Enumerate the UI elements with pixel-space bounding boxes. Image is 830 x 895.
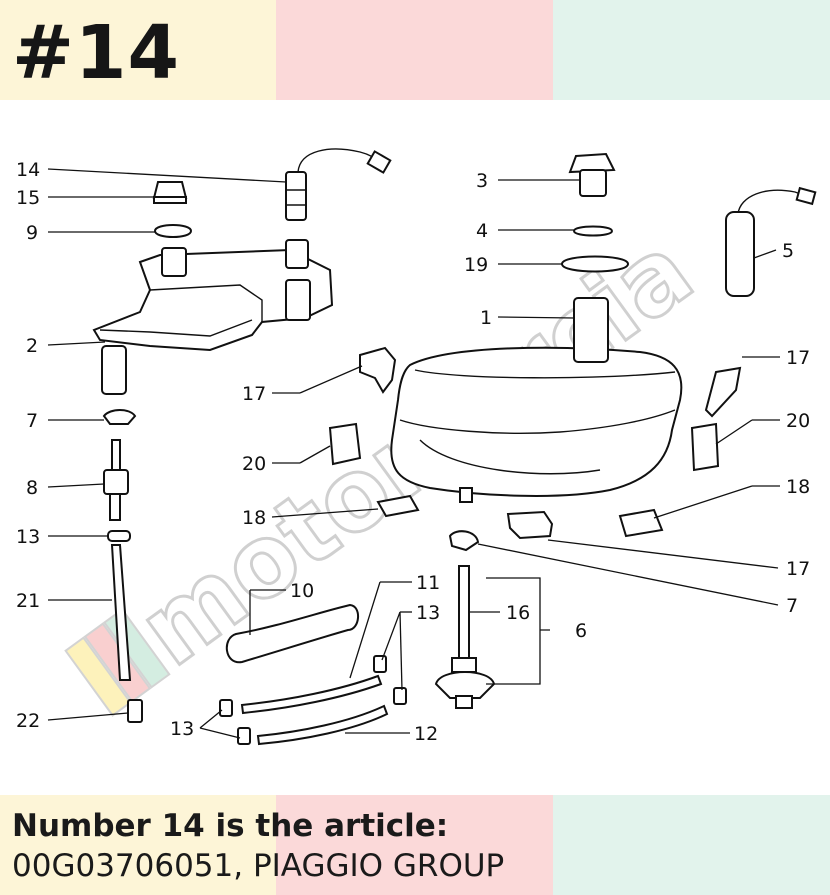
label-21: 21	[16, 590, 40, 612]
label-10: 10	[290, 580, 314, 602]
part-18-pad-right	[618, 508, 664, 538]
label-16: 16	[506, 602, 530, 624]
part-13-clamp-left	[107, 530, 131, 542]
part-1-fuel-tank	[390, 297, 683, 503]
part-22-fitting	[127, 699, 143, 723]
article-caption: Number 14 is the article: 00G03706051, P…	[12, 806, 504, 886]
bracket-6	[486, 577, 550, 685]
label-19: 19	[464, 254, 488, 276]
label-6: 6	[575, 620, 587, 642]
callout-labels: 14 15 9 2 7 8 13 21 22 3 4 19 5 1 17 17 …	[16, 159, 810, 745]
band-cell-mint	[553, 795, 830, 895]
label-15: 15	[16, 187, 40, 209]
label-7-right: 7	[786, 595, 798, 617]
label-22: 22	[16, 710, 40, 732]
label-18-right: 18	[786, 476, 810, 498]
part-4-gasket	[572, 225, 614, 237]
footer-band	[0, 795, 830, 895]
label-20-right: 20	[786, 410, 810, 432]
label-4: 4	[476, 220, 488, 242]
part-18-pad-left	[376, 494, 420, 518]
part-14-sensor	[285, 148, 392, 221]
band-cell-mint	[553, 0, 830, 100]
caption-title: Number 14 is the article:	[12, 808, 449, 844]
leader-lines	[47, 168, 780, 739]
label-20-left: 20	[242, 453, 266, 475]
band-cell-pink	[276, 795, 553, 895]
label-17-bottom: 17	[786, 558, 810, 580]
part-5-level-sender	[725, 186, 817, 297]
label-1: 1	[480, 307, 492, 329]
part-3-filler-cap	[568, 152, 616, 197]
part-17-clip-center	[359, 346, 397, 394]
label-17-right: 17	[786, 347, 810, 369]
label-8: 8	[26, 477, 38, 499]
part-2-bracket	[92, 239, 334, 395]
label-12: 12	[414, 723, 438, 745]
exploded-parts-diagram: motomercia	[16, 148, 817, 746]
part-15-cap	[152, 181, 188, 204]
label-9: 9	[26, 222, 38, 244]
part-21-hose	[110, 544, 132, 681]
label-17-center: 17	[242, 383, 266, 405]
band-cell-pink	[276, 0, 553, 100]
label-13-bottom: 13	[170, 718, 194, 740]
part-16-pickup-tube	[434, 565, 496, 709]
part-7-clip-left	[102, 409, 137, 425]
part-12-hose	[256, 704, 389, 746]
caption-article-code: 00G03706051, PIAGGIO GROUP	[12, 848, 505, 884]
part-7-clip-right	[448, 530, 480, 552]
part-20-pad-right	[690, 422, 720, 472]
part-17-clip-right	[704, 366, 742, 418]
part-8-valve	[103, 439, 129, 521]
part-11-hose	[240, 674, 383, 715]
label-2: 2	[26, 335, 38, 357]
label-11: 11	[416, 572, 440, 594]
part-19-seal	[560, 255, 630, 273]
label-14: 14	[16, 159, 40, 181]
band-cell-yellow	[0, 0, 276, 100]
label-13-left: 13	[16, 526, 40, 548]
label-7-left: 7	[26, 410, 38, 432]
label-5: 5	[782, 240, 794, 262]
part-9-ring	[153, 224, 193, 238]
part-13-clamps-center	[219, 655, 407, 745]
label-18-left: 18	[242, 507, 266, 529]
header-band	[0, 0, 830, 100]
part-10-tube	[226, 603, 359, 664]
item-number-badge: #14	[12, 10, 180, 96]
part-20-pad-left	[328, 422, 362, 466]
label-3: 3	[476, 170, 488, 192]
band-cell-yellow	[0, 795, 276, 895]
part-17-clip-bottom	[506, 510, 554, 540]
label-13-center: 13	[416, 602, 440, 624]
